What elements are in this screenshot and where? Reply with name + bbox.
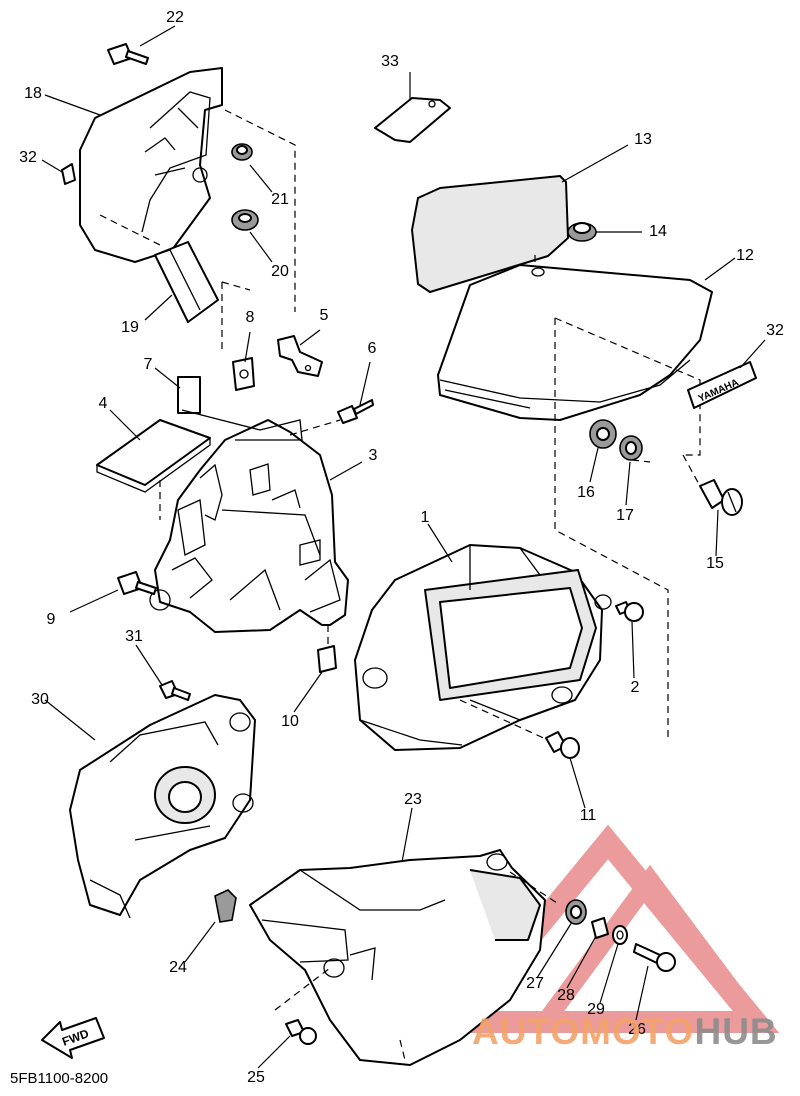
fwd-arrow-icon: FWD (41, 1017, 105, 1059)
part-8-clip (232, 357, 255, 391)
part-30-sprocket-cover (69, 694, 256, 919)
callout-21: 21 (271, 191, 289, 208)
callout-20: 20 (271, 263, 289, 280)
callout-5: 5 (320, 307, 329, 324)
callout-9: 9 (47, 611, 56, 628)
part-7-pad (177, 376, 201, 414)
part-24-clip (214, 889, 237, 923)
part-15-screw (699, 479, 743, 516)
part-14-grommet (567, 222, 597, 242)
diagram-code: 5FB1100-8200 (10, 1070, 108, 1087)
callout-22: 22 (166, 9, 184, 26)
part-23-drive-cover (249, 849, 561, 1066)
part-10-clip (317, 625, 337, 673)
part-33-pad (374, 97, 451, 143)
part-16-grommet (589, 419, 617, 449)
callout-29: 29 (587, 1001, 605, 1018)
part-32-emblem-right: YAMAHA (687, 361, 757, 409)
part-27-collar (565, 899, 587, 925)
part-21-grommet (231, 143, 253, 161)
callout-25: 25 (247, 1069, 265, 1086)
part-18-side-cover (79, 67, 223, 263)
callout-14: 14 (649, 223, 667, 240)
part-1-air-filter-case (354, 544, 612, 751)
part-9-bolt (117, 571, 157, 595)
callout-17: 17 (616, 507, 634, 524)
part-31-bolt (159, 680, 191, 701)
guide-line-15 (682, 454, 701, 487)
callout-15: 15 (706, 555, 724, 572)
leader-lines (41, 25, 766, 1069)
watermark-text-automoto: AUTOMOTO (472, 1011, 694, 1052)
callout-7: 7 (144, 356, 153, 373)
callout-33: 33 (381, 53, 399, 70)
part-29-washer (612, 925, 628, 945)
callout-13: 13 (634, 131, 652, 148)
callout-2: 2 (631, 679, 640, 696)
callout-labels: 22 18 32 21 20 19 8 5 7 6 4 3 33 13 14 1… (19, 9, 784, 1086)
part-25-bolt (285, 1019, 317, 1045)
part-5-bracket (277, 335, 323, 377)
callout-11: 11 (580, 807, 597, 824)
callout-6: 6 (368, 340, 377, 357)
watermark-triangle-inner (527, 864, 774, 1031)
guide-line-17 (631, 459, 651, 463)
callout-4: 4 (99, 395, 108, 412)
part-12-side-cover (437, 264, 713, 738)
callout-26: 26 (628, 1021, 646, 1038)
callout-12: 12 (736, 247, 754, 264)
part-2-bolt (615, 601, 644, 622)
watermark-text-hub: HUB (694, 1011, 777, 1052)
callout-1: 1 (421, 509, 430, 526)
part-13-filter-sheet (411, 175, 569, 293)
callout-3: 3 (369, 447, 378, 464)
callout-19: 19 (121, 319, 139, 336)
part-22-bolt (107, 43, 149, 65)
part-17-grommet (619, 435, 643, 461)
part-19-sponge (154, 241, 219, 323)
callout-27: 27 (526, 975, 544, 992)
callout-32-right: 32 (766, 322, 784, 339)
part-4-sheet (96, 419, 211, 493)
part-32-emblem-left (61, 163, 76, 185)
guide-line-upper (221, 109, 296, 352)
callout-32-left: 32 (19, 149, 37, 166)
callout-23: 23 (404, 791, 422, 808)
part-11-bolt (545, 731, 580, 759)
callout-28: 28 (557, 987, 575, 1004)
callout-16: 16 (577, 484, 595, 501)
part-6-bolt (337, 399, 374, 424)
callout-10: 10 (281, 713, 299, 730)
callout-8: 8 (246, 309, 255, 326)
part-20-grommet (231, 209, 259, 231)
callout-30: 30 (31, 691, 49, 708)
callout-31: 31 (125, 628, 143, 645)
watermark-text: AUTOMOTOHUB (472, 1011, 778, 1052)
part-26-bolt (633, 943, 676, 972)
part-28-collar (591, 917, 609, 939)
callout-18: 18 (24, 85, 42, 102)
part-3-bracket (149, 409, 349, 633)
callout-24: 24 (169, 959, 187, 976)
